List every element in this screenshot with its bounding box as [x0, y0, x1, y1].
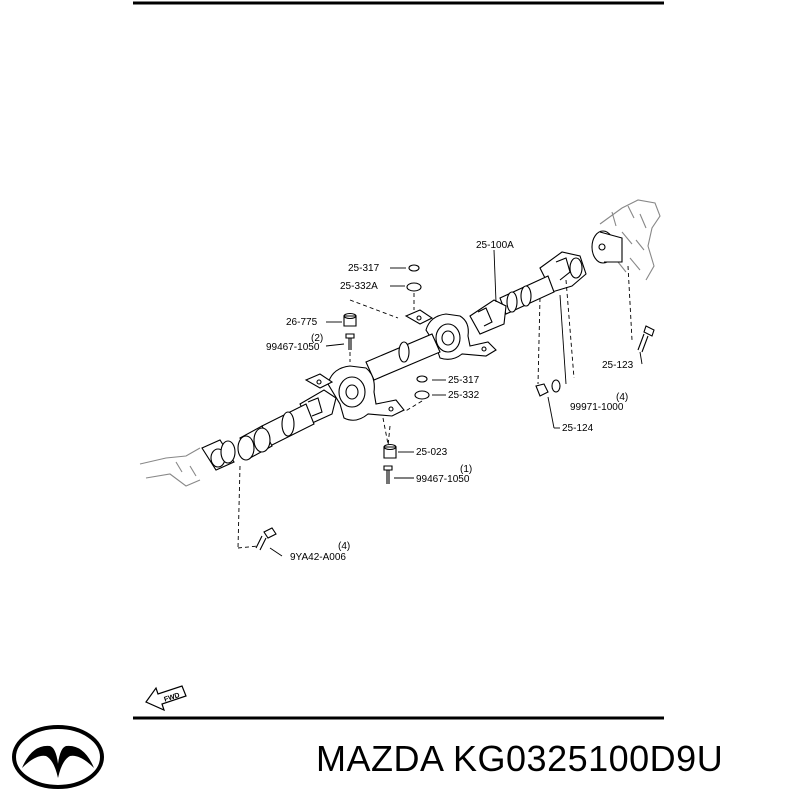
- dashed-assembly-lines: [237, 265, 633, 549]
- rear-differential: [599, 199, 661, 281]
- label-9YA42-A006: 9YA42-A006: [290, 552, 346, 563]
- label-99467-1050-upper: 99467-1050: [266, 342, 320, 353]
- fwd-arrow-icon: [145, 685, 187, 712]
- bolt-25-123: [637, 325, 655, 353]
- insulator-25-332: [414, 390, 430, 400]
- rear-universal-joint: [469, 299, 507, 335]
- bolt-99467-1050-upper: [345, 333, 355, 350]
- insulator-25-332A: [406, 282, 422, 292]
- label-99971-1000: 99971-1000: [570, 402, 624, 413]
- label-qty-2: (2): [311, 333, 323, 344]
- nut-26-775: [343, 315, 357, 327]
- bolt-99467-1050-lower: [383, 465, 393, 484]
- washer-25-317-upper: [408, 264, 420, 272]
- washer-99971-1000: [551, 379, 561, 393]
- brand-part-number-text: MAZDA KG0325100D9U: [316, 738, 724, 779]
- label-26-775: 26-775: [286, 317, 318, 328]
- nut-25-124: [535, 383, 549, 397]
- part-labels: 25-100A 25-317 25-332A 26-775 (2) 99467-…: [163, 240, 633, 704]
- label-fwd: FWD: [163, 692, 180, 704]
- label-qty-1: (1): [460, 464, 472, 475]
- washer-25-317-lower: [416, 375, 428, 383]
- label-25-332: 25-332: [448, 390, 480, 401]
- mazda-logo-icon: [12, 725, 104, 789]
- label-25-332A: 25-332A: [340, 281, 378, 292]
- transmission-outline: [139, 447, 201, 487]
- nut-25-023: [383, 446, 397, 459]
- label-25-317-lower: 25-317: [448, 375, 480, 386]
- label-25-023: 25-023: [416, 447, 448, 458]
- leader-lines: [269, 249, 643, 557]
- label-99467-1050-lower: 99467-1050: [416, 474, 470, 485]
- bolt-9YA42-A006: [255, 527, 277, 551]
- label-25-124: 25-124: [562, 423, 594, 434]
- label-25-123: 25-123: [602, 360, 634, 371]
- label-25-317-upper: 25-317: [348, 263, 380, 274]
- label-25-100A: 25-100A: [476, 240, 514, 251]
- label-qty-4-right: (4): [616, 392, 628, 403]
- label-qty-4-left: (4): [338, 541, 350, 552]
